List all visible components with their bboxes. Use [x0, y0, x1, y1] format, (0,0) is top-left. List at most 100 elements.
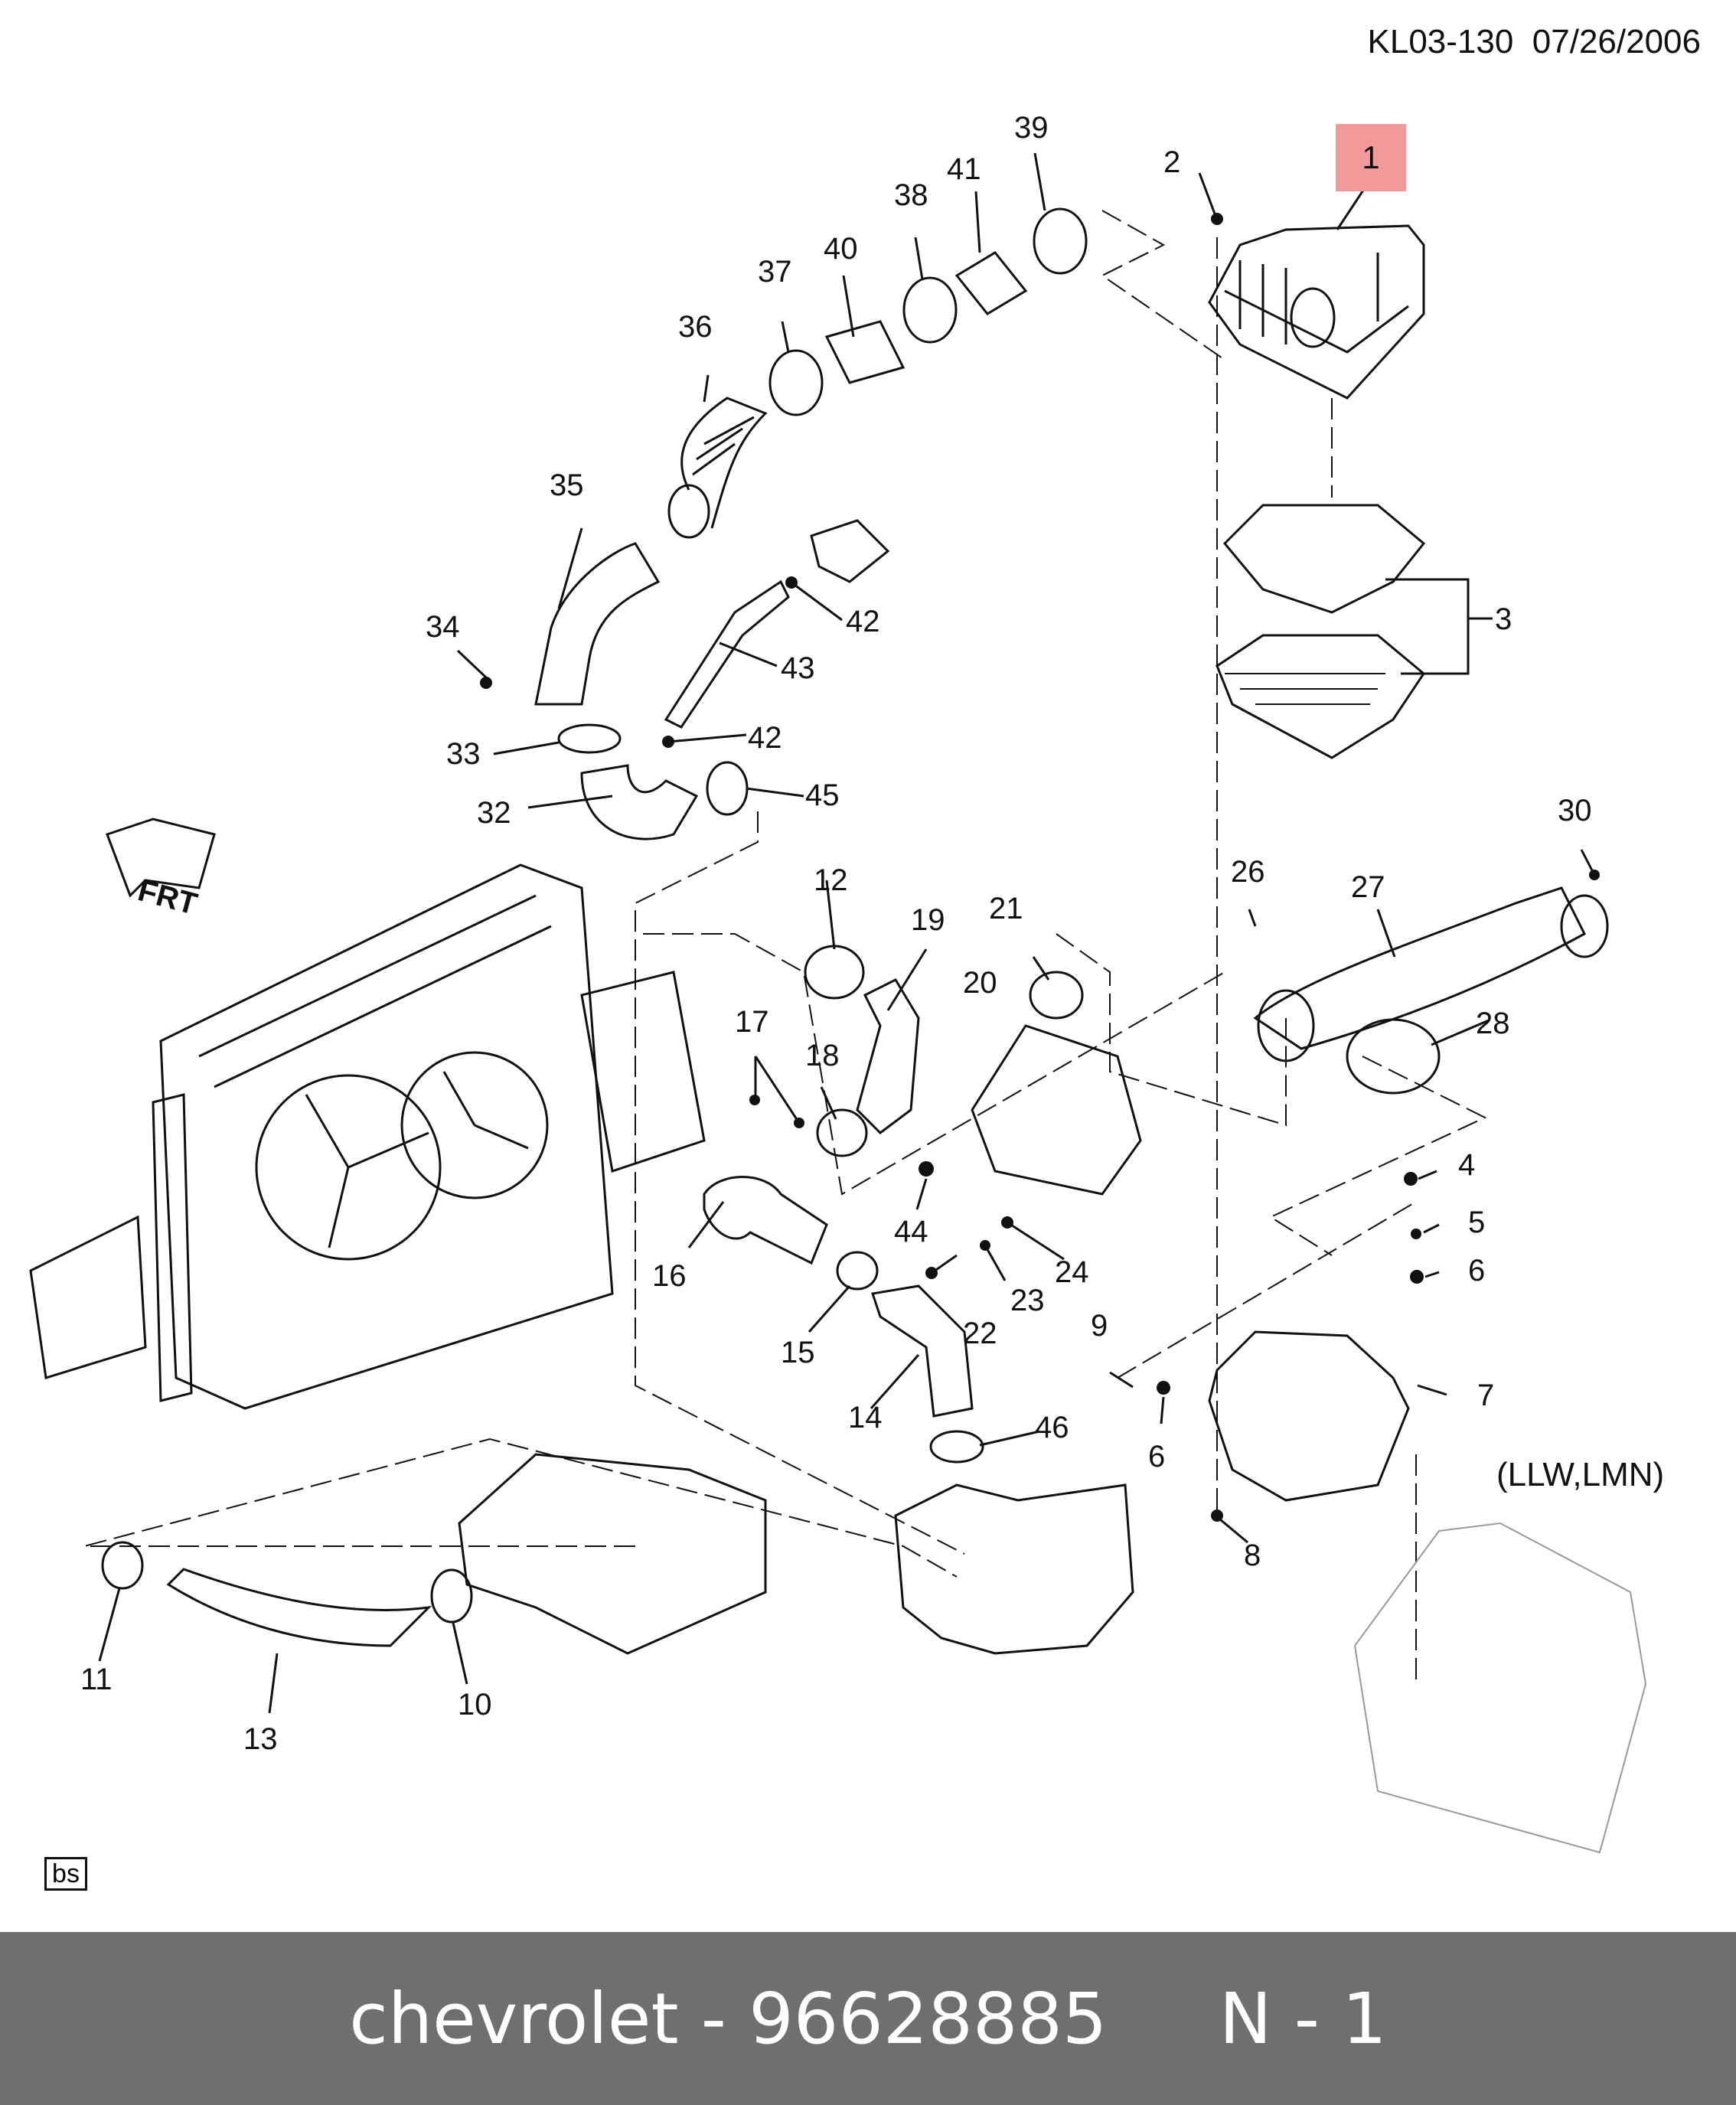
- callout-16: 16: [652, 1259, 687, 1293]
- inner-fender-shield: [1353, 1522, 1647, 1854]
- callout-41: 41: [947, 152, 981, 186]
- coolant-hose-13: [166, 1568, 432, 1647]
- guide-line-9: [1117, 1201, 1417, 1379]
- guide-line-5: [635, 811, 965, 1555]
- callout-12: 12: [814, 863, 848, 897]
- callout-23: 23: [1010, 1284, 1045, 1317]
- callout-14: 14: [848, 1401, 883, 1434]
- seal-ring-21: [1029, 971, 1084, 1020]
- callout-42b: 42: [748, 721, 782, 755]
- selected-part-callout[interactable]: 1: [1336, 124, 1406, 191]
- engine-manifold: [458, 1453, 767, 1655]
- air-duct-27: [1253, 886, 1586, 1050]
- guide-line-8: [1268, 1056, 1487, 1256]
- hose-clamp-15: [836, 1251, 879, 1291]
- callout-42: 42: [846, 605, 880, 638]
- callout-28: 28: [1476, 1007, 1510, 1040]
- bolt-4: [1404, 1172, 1418, 1186]
- callout-18: 18: [805, 1039, 840, 1072]
- callout-6: 6: [1468, 1254, 1485, 1287]
- callout-33: 33: [446, 737, 481, 771]
- pcv-valve: [810, 519, 890, 583]
- callout-27: 27: [1351, 870, 1385, 904]
- hose-clamp-11: [101, 1541, 144, 1590]
- callout-10: 10: [458, 1688, 492, 1722]
- guide-line-6: [643, 933, 1225, 1196]
- hose-clamp-18: [816, 1108, 868, 1157]
- air-cleaner-housing-lower: [1208, 1330, 1410, 1502]
- nut-8: [1211, 1509, 1223, 1522]
- callout-34: 34: [426, 610, 460, 644]
- turbocharger: [894, 1483, 1134, 1655]
- bolt-34: [480, 677, 492, 689]
- elbow-hose: [580, 764, 699, 840]
- callout-35: 35: [550, 468, 584, 502]
- guide-line-4: [83, 1438, 958, 1578]
- guide-line-1: [1101, 210, 1225, 361]
- callout-9: 9: [1091, 1309, 1108, 1343]
- callout-8: 8: [1244, 1539, 1261, 1572]
- clamp-ring-45: [706, 761, 749, 816]
- charge-air-hose-19: [856, 978, 920, 1134]
- radiator-fan-assembly: [152, 863, 614, 1410]
- guide-line-7: [1056, 933, 1287, 1127]
- diagram-code: KL03-130: [1367, 23, 1514, 60]
- duct-end: [1257, 989, 1315, 1062]
- clamp-ring-39: [1033, 207, 1088, 275]
- charge-air-pipe-16: [703, 1176, 828, 1265]
- callout-36: 36: [678, 310, 713, 344]
- variant-note: (LLW,LMN): [1496, 1456, 1665, 1493]
- duct-adapter: [1346, 1018, 1441, 1095]
- callout-26: 26: [1231, 855, 1265, 889]
- footer-banner: chevrolet - 96628885 N - 1: [0, 1932, 1736, 2105]
- callout-45: 45: [805, 778, 840, 812]
- bolt-2: [1211, 213, 1223, 225]
- bellows-hose: [667, 397, 768, 539]
- hose-clamp-10: [430, 1568, 473, 1624]
- hose-clamp-46: [929, 1430, 984, 1464]
- side-bracket: [29, 1215, 147, 1379]
- callout-2: 2: [1163, 145, 1180, 179]
- callout-5: 5: [1468, 1206, 1485, 1239]
- callout-22: 22: [963, 1317, 997, 1350]
- seal-ring-33: [557, 723, 622, 754]
- mounting-bracket: [580, 971, 706, 1173]
- exploded-parts-diagram: 2 3 4 5 6 6 7 8 9 10 11 12 13 14 15 16 1…: [29, 111, 1647, 1854]
- front-label: FRT: [135, 873, 201, 922]
- callout-43: 43: [781, 651, 815, 685]
- callout-13: 13: [243, 1722, 278, 1756]
- corner-label: bs: [44, 1857, 87, 1891]
- nut-6: [1410, 1270, 1424, 1284]
- footer-position: N - 1: [1219, 1977, 1387, 2060]
- charge-air-hose-14: [871, 1284, 974, 1418]
- callout-6b: 6: [1148, 1440, 1165, 1474]
- callout-46: 46: [1035, 1411, 1069, 1444]
- callout-38: 38: [894, 178, 928, 212]
- washer-5: [1411, 1229, 1421, 1239]
- callout-19: 19: [911, 903, 945, 937]
- breather-hose: [664, 579, 790, 729]
- clamp-ring-37: [768, 349, 824, 416]
- air-cleaner-cover: [1208, 224, 1425, 400]
- callout-3: 3: [1495, 602, 1512, 636]
- seal-ring-38: [902, 276, 958, 344]
- callout-21: 21: [989, 892, 1023, 925]
- callout-11: 11: [80, 1663, 113, 1696]
- resonator-box: [971, 1024, 1142, 1196]
- callout-44: 44: [894, 1215, 928, 1248]
- parts-diagram-canvas: 2 3 4 5 6 6 7 8 9 10 11 12 13 14 15 16 1…: [29, 111, 1647, 1854]
- mass-airflow-sensor: [824, 320, 906, 384]
- hose-clamp-12: [804, 945, 865, 1000]
- callout-32: 32: [477, 796, 511, 830]
- filter-gasket: [1222, 504, 1426, 614]
- duct-coupler: [954, 251, 1028, 315]
- footer-brand: chevrolet: [349, 1977, 679, 2060]
- nut-6b: [1157, 1381, 1170, 1395]
- grommet-44: [919, 1161, 934, 1177]
- callout-4: 4: [1458, 1148, 1475, 1182]
- callout-40: 40: [824, 232, 858, 266]
- callout-15: 15: [781, 1336, 815, 1369]
- duct-outlet: [1560, 894, 1609, 958]
- callout-17: 17: [735, 1005, 769, 1039]
- callout-24: 24: [1055, 1255, 1089, 1289]
